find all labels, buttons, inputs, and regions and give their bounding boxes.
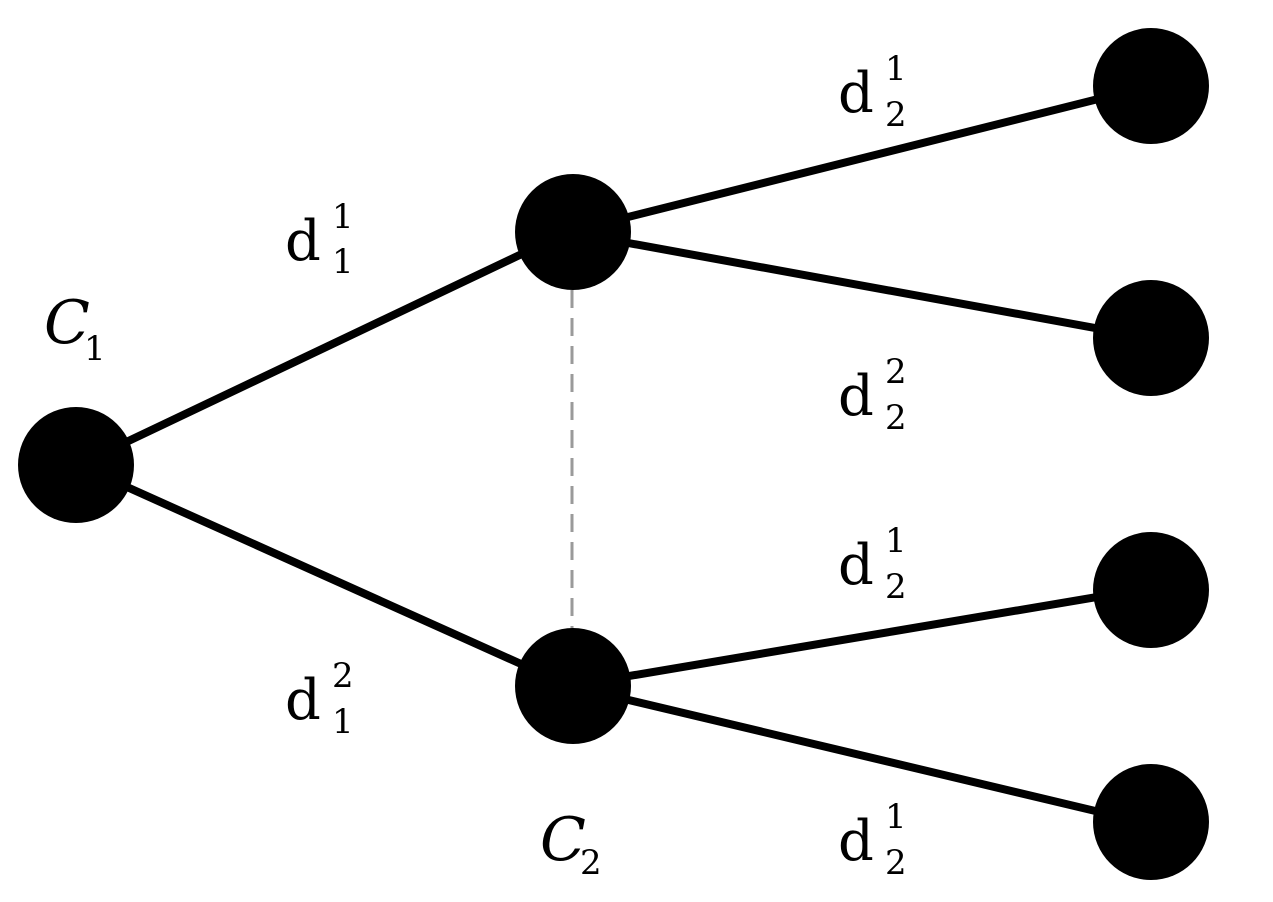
- edge-root-to-upper: [74, 228, 572, 469]
- edge-lower-to-leaf4: [566, 682, 1154, 828]
- edge-label-base: d: [838, 809, 874, 874]
- leaf-node-1: [1093, 28, 1209, 144]
- edge-root-to-lower: [74, 461, 574, 690]
- edge-label-base: d: [838, 364, 874, 429]
- second-label: C 2: [540, 805, 602, 883]
- edge-label-upper-leaf1: d 1 2: [838, 49, 907, 135]
- edge-label-sup: 1: [885, 521, 907, 561]
- edge-label-sup: 1: [332, 197, 354, 237]
- edge-label-base: d: [285, 209, 321, 274]
- leaf-node-4: [1093, 764, 1209, 880]
- leaf-node-2: [1093, 280, 1209, 396]
- edge-label-sub: 2: [885, 843, 907, 883]
- edge-label-root-upper: d 1 1: [285, 197, 354, 282]
- upper-middle-node: [515, 174, 631, 290]
- edge-upper-to-leaf1: [564, 82, 1154, 236]
- edge-label-sup: 1: [885, 49, 907, 89]
- edge-label-lower-leaf3: d 1 2: [838, 521, 907, 607]
- root-node: [18, 407, 134, 523]
- edge-label-upper-leaf2: d 2 2: [838, 352, 907, 438]
- root-label: C 1: [44, 288, 106, 369]
- edge-label-sub: 1: [332, 702, 354, 742]
- edge-label-base: d: [838, 533, 874, 598]
- edge-label-root-lower: d 2 1: [285, 656, 354, 742]
- edge-label-sub: 2: [885, 398, 907, 438]
- second-label-subscript: 2: [580, 843, 602, 883]
- edge-lower-to-leaf3: [566, 584, 1154, 690]
- edge-label-sub: 1: [332, 242, 354, 282]
- lower-middle-node: [515, 628, 631, 744]
- edge-label-sub: 2: [885, 95, 907, 135]
- root-label-base: C: [44, 288, 90, 358]
- root-label-subscript: 1: [84, 329, 106, 369]
- edge-label-base: d: [285, 668, 321, 733]
- edge-upper-to-leaf2: [564, 228, 1154, 342]
- leaf-node-3: [1093, 532, 1209, 648]
- second-label-base: C: [540, 805, 586, 875]
- edge-label-lower-leaf4: d 1 2: [838, 797, 907, 883]
- edge-label-base: d: [838, 61, 874, 126]
- edge-label-sup: 1: [885, 797, 907, 837]
- edge-label-sup: 2: [332, 656, 354, 696]
- edge-label-sub: 2: [885, 567, 907, 607]
- edge-label-sup: 2: [885, 352, 907, 392]
